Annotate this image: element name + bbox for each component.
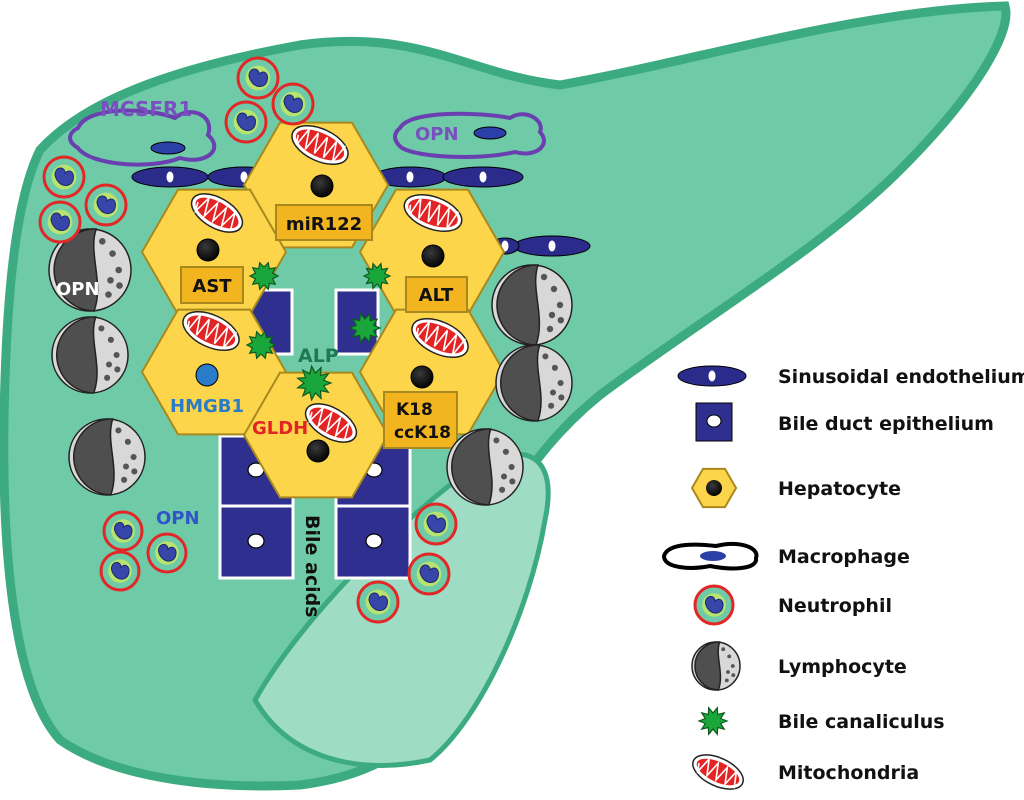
- hepatocyte-nucleus: [306, 439, 330, 463]
- bile-duct-epithelium-icon: [695, 402, 733, 442]
- gldh-label: GLDH: [252, 418, 308, 439]
- hepatocyte-nucleus: [310, 174, 334, 198]
- bile-duct-nucleus: [365, 533, 383, 549]
- legend-label: Sinusoidal endothelium: [778, 366, 1024, 388]
- hepatocyte-icon: [690, 467, 738, 509]
- neutrophil-cell: [693, 584, 735, 626]
- hepatocyte-cell: [242, 371, 390, 499]
- macrophage-icon: [661, 541, 759, 571]
- legend-label: Mitochondria: [778, 762, 919, 784]
- ast-label: AST: [192, 276, 232, 297]
- bile-acids-label: Bile acids: [301, 515, 323, 618]
- lymphocyte-cell: [446, 428, 524, 506]
- neutrophil-icon: [693, 584, 735, 626]
- bile-duct-cell: [334, 504, 412, 580]
- neutrophil-cell: [224, 100, 268, 144]
- legend-label: Lymphocyte: [778, 656, 907, 678]
- mitochondria-icon: [692, 754, 744, 790]
- sinusoid-group: [131, 166, 591, 257]
- bile-canaliculus: [245, 330, 277, 360]
- macrophage-right: [393, 111, 546, 159]
- legend-label: Bile canaliculus: [778, 711, 945, 733]
- neutrophil-cell: [407, 552, 451, 596]
- alp-label: ALP: [298, 345, 339, 367]
- legend-label: Neutrophil: [778, 595, 892, 617]
- cck18-label: ccK18: [394, 423, 451, 443]
- hepatocyte-nucleus: [421, 244, 445, 268]
- mir122-box: [275, 204, 373, 241]
- mcsfr1-label: MCSFR1: [100, 97, 192, 121]
- lymphocyte-cell: [491, 264, 573, 346]
- mitochondria-icon: [291, 124, 349, 166]
- bile-duct-nucleus: [247, 533, 265, 549]
- alt-box: [405, 276, 468, 313]
- bile-duct-cell: [218, 504, 295, 580]
- lymphocyte-group: [48, 228, 573, 506]
- lymphocyte-cell: [495, 344, 573, 422]
- neutrophil-cell: [102, 510, 144, 552]
- macrophage-nucleus: [150, 141, 186, 155]
- mitochondria-icon: [190, 193, 244, 233]
- lymphocyte-cell: [691, 641, 741, 691]
- canaliculus-group: [245, 261, 392, 402]
- neutrophil-cell: [146, 532, 188, 574]
- alt-label: ALT: [419, 285, 454, 306]
- lymphocyte-cell: [48, 228, 132, 312]
- sinusoidal-endothelium-icon: [677, 365, 747, 387]
- mitochondria-icon: [692, 754, 744, 790]
- opn-macrophage-label: OPN: [415, 124, 459, 145]
- bile-canaliculus: [348, 312, 382, 344]
- hmgb1-label: HMGB1: [170, 396, 244, 417]
- legend-label: Hepatocyte: [778, 478, 901, 500]
- opn-neutrophil-label: OPN: [156, 508, 200, 529]
- hepatocyte-nucleus: [195, 363, 219, 387]
- mitochondria-icon: [411, 317, 469, 359]
- k18-label: K18: [396, 400, 433, 420]
- lymphocyte-cell: [68, 418, 146, 496]
- neutrophil-cell: [271, 82, 315, 126]
- hepatocyte-nucleus: [196, 238, 220, 262]
- legend-label: Bile duct epithelium: [778, 413, 994, 435]
- bile-canaliculus: [362, 262, 392, 290]
- bile-canaliculus: [296, 364, 333, 402]
- neutrophil-cell: [99, 550, 141, 592]
- neutrophil-cell: [42, 155, 86, 199]
- neutrophil-cell: [84, 183, 128, 227]
- bile-canaliculus: [248, 261, 280, 291]
- mitochondria-icon: [304, 403, 358, 443]
- mitochondria-icon: [403, 194, 463, 232]
- mitochondria-icon: [182, 310, 240, 352]
- k18-box: [383, 391, 458, 449]
- neutrophil-cell: [414, 502, 458, 546]
- mir122-label: miR122: [286, 214, 362, 235]
- legend-label: Macrophage: [778, 546, 910, 568]
- hepatocyte-nucleus: [410, 365, 434, 389]
- neutrophil-group: [38, 56, 458, 624]
- opn-lymphocyte-label: OPN: [56, 279, 100, 300]
- ast-box: [180, 266, 244, 304]
- bile-canaliculus-icon: [697, 706, 729, 736]
- lymphocyte-icon: [691, 641, 741, 691]
- neutrophil-cell: [356, 580, 400, 624]
- lymphocyte-cell: [51, 316, 129, 394]
- neutrophil-cell: [236, 56, 280, 100]
- marker-boxes: miR122 AST ALT K18 ccK18: [180, 204, 468, 449]
- macrophage-nucleus: [473, 126, 507, 140]
- neutrophil-cell: [38, 200, 82, 244]
- macrophage-left: [68, 108, 217, 167]
